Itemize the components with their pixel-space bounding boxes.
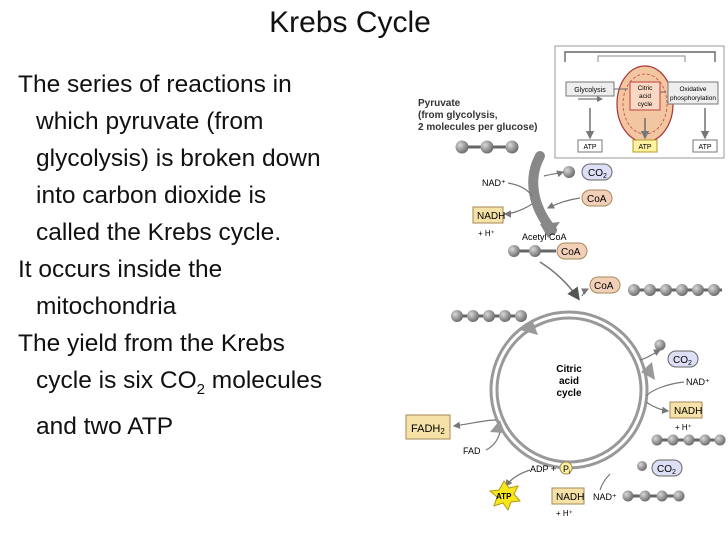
inset-oxidative-label: Oxidative	[679, 86, 706, 93]
text-line: into carbon dioxide is	[36, 182, 267, 209]
coa-released-tag	[589, 276, 621, 294]
nad-plus-label: NAD⁺	[686, 377, 710, 387]
nadh-tag	[669, 401, 703, 419]
svg-text:Pyruvate: Pyruvate	[418, 98, 461, 109]
text-line: glycolysis) is broken down	[36, 145, 321, 172]
subscript: 2	[196, 381, 205, 398]
text-fragment: cycle is six CO	[36, 367, 197, 394]
svg-text:CO2: CO2	[673, 355, 692, 367]
acetyl-coa-label: Acetyl CoA	[522, 232, 567, 242]
svg-text:Pi: Pi	[563, 464, 570, 476]
inset-atp-label: ATP	[698, 144, 711, 151]
slide-body: The series of reactions in which pyruvat…	[18, 66, 418, 445]
intermediate-chain-bottom	[622, 490, 685, 502]
inset-cycle-label: cycle	[638, 101, 653, 108]
svg-text:CoA: CoA	[587, 194, 607, 205]
pyruvate-oxidation-arrow	[528, 151, 557, 235]
cycle-label-acid: acid	[559, 376, 579, 387]
fad-label: FAD	[463, 446, 481, 456]
nad-plus-label: NAD⁺	[482, 178, 506, 188]
svg-text:(from glycolysis,: (from glycolysis,	[418, 110, 498, 121]
oxaloacetate-chain-right	[628, 284, 722, 296]
paragraph-definition: The series of reactions in which pyruvat…	[18, 66, 418, 251]
svg-text:CoA: CoA	[594, 281, 614, 292]
co2-tag	[581, 163, 613, 181]
text-line: It occurs inside the	[18, 256, 223, 283]
svg-text:CO2: CO2	[588, 168, 607, 180]
svg-text:NADH: NADH	[477, 211, 505, 222]
co2-molecule-icon	[637, 461, 647, 471]
text-line: called the Krebs cycle.	[36, 219, 282, 246]
intermediate-chain-right	[651, 434, 726, 446]
co2-molecule-icon	[654, 339, 666, 351]
inset-atp-label: ATP	[583, 144, 596, 151]
nad-plus-label: NAD⁺	[593, 492, 617, 502]
adp-label: ADP +	[530, 464, 556, 474]
text-line: cycle is six CO2 molecules	[18, 362, 418, 408]
text-line: The yield from the Krebs	[18, 330, 285, 357]
pyruvate-molecule	[455, 140, 519, 154]
text-fragment: molecules	[204, 367, 323, 394]
text-line: mitochondria	[36, 293, 177, 320]
h-plus-label: + H⁺	[478, 229, 495, 238]
inset-glycolysis-label: Glycolysis	[574, 87, 606, 94]
nadh-tag	[472, 206, 504, 224]
svg-text:NADH: NADH	[556, 492, 584, 503]
nadh-tag	[551, 487, 585, 505]
cycle-label-cycle: cycle	[556, 388, 581, 399]
svg-text:CO2: CO2	[657, 464, 676, 476]
co2-molecule-icon	[563, 166, 575, 178]
svg-text:2 molecules per glucose): 2 molecules per glucose)	[418, 122, 538, 133]
atp-label: ATP	[496, 492, 512, 501]
inset-citric-label: Citric	[638, 85, 654, 92]
phosphate-icon	[559, 461, 573, 475]
text-line: which pyruvate (from	[36, 108, 264, 135]
text-line: The series of reactions in	[18, 71, 292, 98]
inset-acid-label: acid	[639, 93, 651, 100]
cycle-label-citric: Citric	[556, 364, 582, 375]
slide-title: Krebs Cycle	[269, 6, 431, 39]
cellular-respiration-inset: Glycolysis Citric acid cycle Oxidative p…	[554, 45, 725, 159]
h-plus-label: + H⁺	[556, 509, 573, 518]
paragraph-location: It occurs inside the mitochondria	[18, 251, 418, 325]
atp-star-icon	[488, 480, 521, 512]
co2-tag	[667, 350, 699, 368]
acetyl-coa-molecule: CoA	[508, 242, 588, 260]
paragraph-yield: The yield from the Krebs cycle is six CO…	[18, 325, 418, 445]
h-plus-label: + H⁺	[675, 423, 692, 432]
svg-text:NADH: NADH	[674, 406, 702, 417]
inset-phosphorylation-label: phosphorylation	[670, 95, 716, 102]
text-line: and two ATP	[36, 413, 174, 440]
pyruvate-label: Pyruvate (from glycolysis, 2 molecules p…	[418, 98, 538, 133]
svg-text:FADH2: FADH2	[411, 423, 445, 436]
inset-atp-label: ATP	[638, 144, 651, 151]
svg-text:CoA: CoA	[561, 247, 581, 258]
co2-tag	[651, 459, 683, 477]
fadh2-tag	[405, 414, 451, 440]
coa-tag	[581, 189, 613, 207]
citrate-chain-left	[451, 310, 527, 322]
